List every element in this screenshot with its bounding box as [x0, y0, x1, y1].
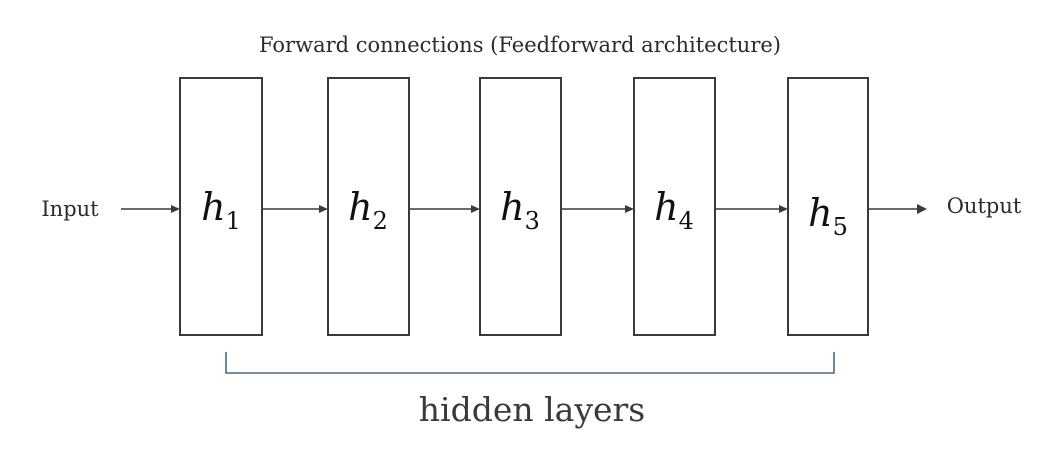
layer-label-5: h5 [808, 191, 848, 241]
arrow-input-to-h1 [121, 205, 180, 213]
layer-box-3: h3 [479, 77, 562, 336]
output-label: Output [947, 194, 1022, 218]
layer-label-2: h2 [348, 185, 388, 235]
layer-box-5: h5 [787, 77, 869, 336]
layer-label-4: h4 [654, 185, 694, 235]
input-label: Input [41, 197, 99, 221]
arrow-h5-to-output [868, 204, 927, 214]
arrow-h1-to-h2 [262, 205, 328, 213]
hidden-layers-label: hidden layers [419, 390, 645, 429]
arrow-h4-to-h5 [715, 205, 788, 213]
diagram-title: Forward connections (Feedforward archite… [259, 33, 781, 57]
layer-label-1: h1 [201, 185, 241, 235]
arrow-h3-to-h4 [561, 205, 634, 213]
layer-box-4: h4 [633, 77, 716, 336]
layer-box-1: h1 [179, 77, 263, 336]
arrow-h2-to-h3 [409, 205, 480, 213]
hidden-layers-bracket [225, 352, 835, 374]
layer-label-3: h3 [500, 185, 540, 235]
layer-box-2: h2 [327, 77, 410, 336]
